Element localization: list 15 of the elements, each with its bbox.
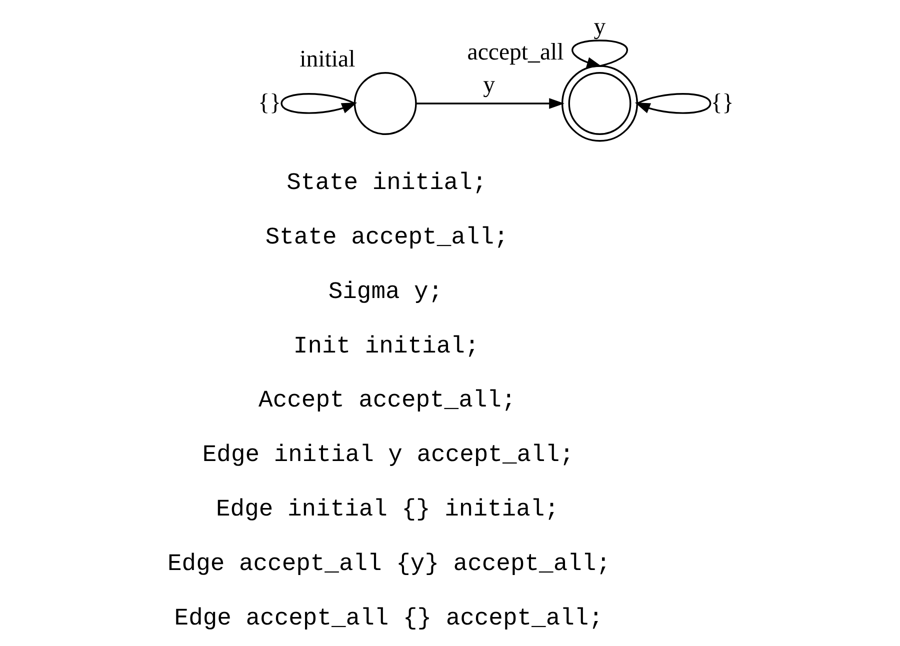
node-label: initial	[300, 46, 356, 72]
edge-label: {}	[710, 90, 734, 116]
label: Edge initial {} initial;	[216, 496, 559, 524]
label: Init initial;	[293, 333, 480, 360]
label: State initial;	[286, 170, 487, 197]
label: Edge accept_all {} accept_all;	[174, 606, 604, 633]
label: Edge initial y accept_all;	[202, 442, 574, 470]
label: Edge accept_all {y} accept_all;	[168, 551, 611, 578]
label: Sigma y;	[328, 278, 443, 306]
label: Accept accept_all;	[258, 388, 516, 415]
edge-label: y	[483, 72, 496, 98]
edge-label: {}	[258, 90, 282, 116]
label: State accept_all;	[265, 224, 508, 252]
edge-label: y	[594, 14, 606, 40]
node-label: accept_all	[467, 40, 564, 66]
